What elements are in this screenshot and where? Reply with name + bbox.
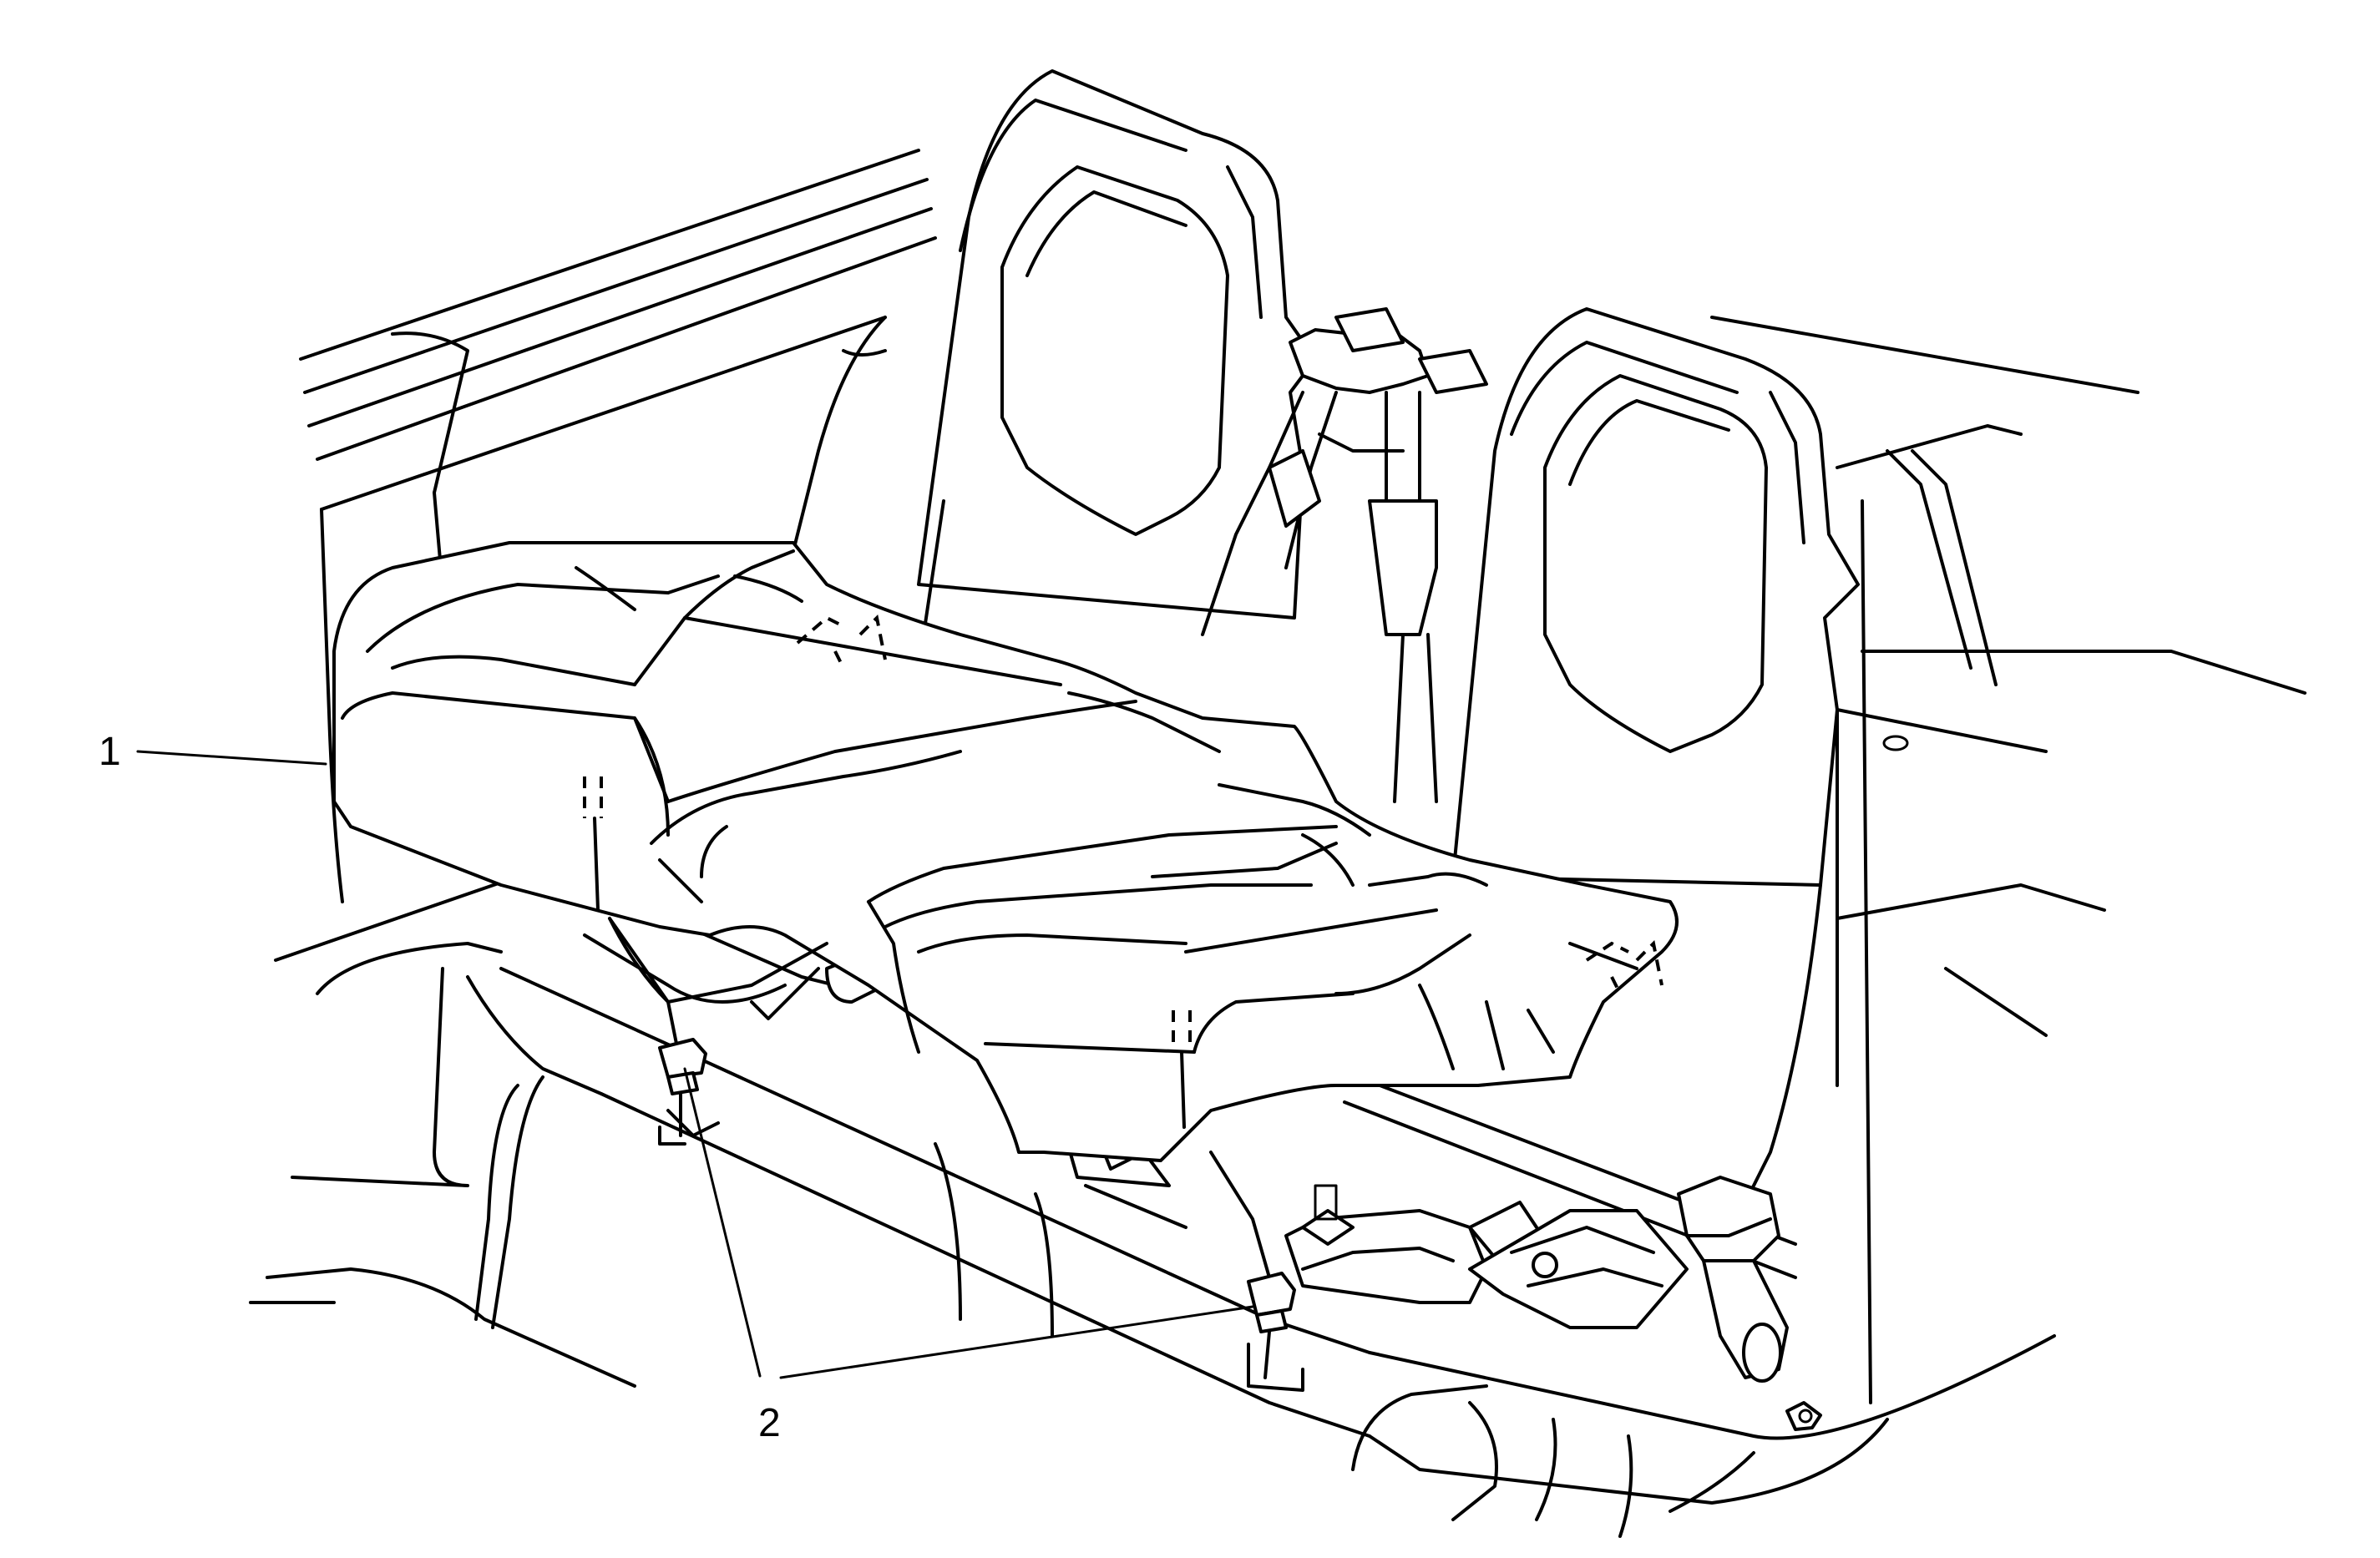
callout-2-label: 2 <box>758 1401 781 1445</box>
callout-1-label: 1 <box>99 730 121 774</box>
floor-structure <box>249 875 2056 1538</box>
retainer-left <box>608 917 720 1146</box>
vehicle-body-lines <box>299 149 937 903</box>
callout-2-leader-right <box>779 1305 1254 1379</box>
right-seatback <box>1451 307 1860 1254</box>
seat-belts <box>1201 307 1488 803</box>
callout-2-leader-left <box>683 1067 762 1378</box>
left-seatback <box>917 69 1317 670</box>
leader-lines <box>136 750 1254 1379</box>
retainer-right <box>1209 1151 1304 1392</box>
callout-1-leader <box>136 750 327 766</box>
rear-seat-cushion <box>332 541 1679 1162</box>
right-side-trim <box>1710 316 2307 1404</box>
anchor-bracket-assembly <box>1284 1176 1822 1431</box>
